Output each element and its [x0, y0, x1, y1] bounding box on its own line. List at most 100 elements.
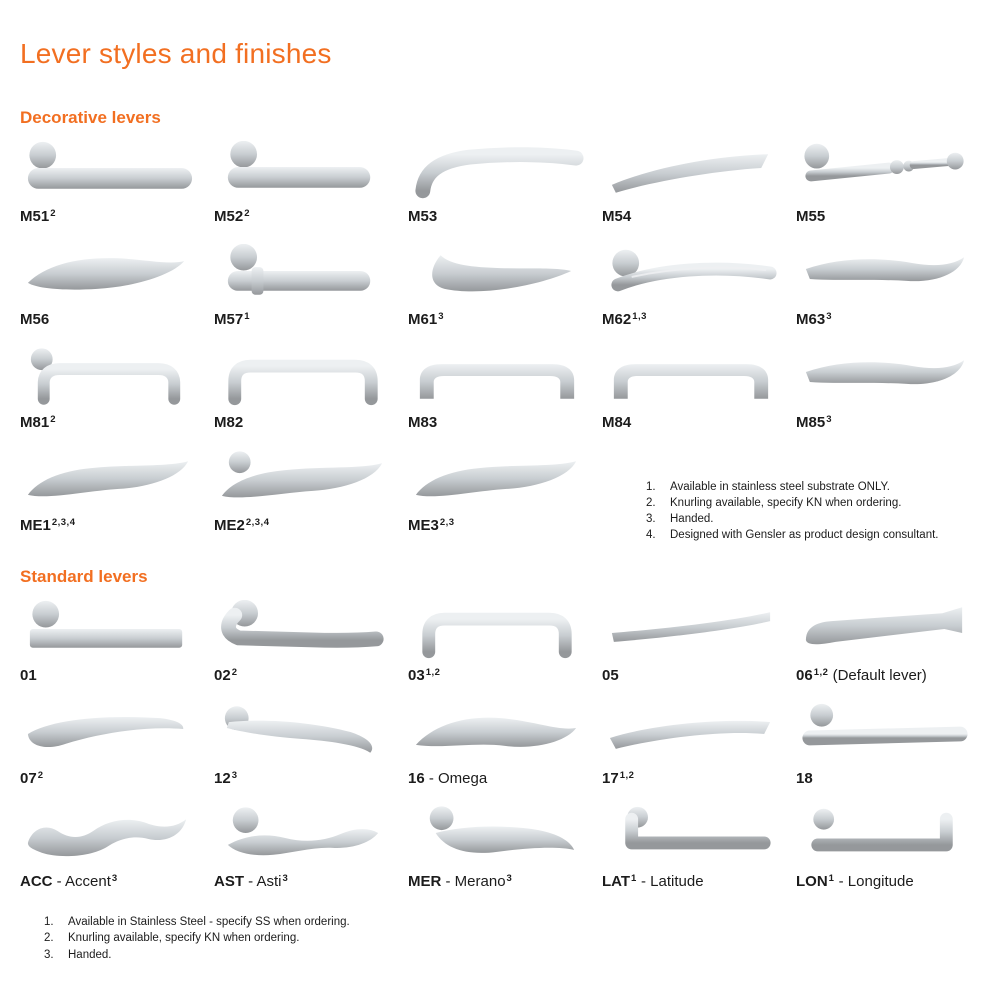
lever-code: M54	[602, 208, 632, 225]
lever-figure	[796, 599, 980, 661]
u-return-flat-icon	[419, 364, 575, 399]
rose-bar-short-icon	[227, 141, 371, 188]
footnote: 3.Handed.	[44, 947, 980, 963]
lever-footnote-ref: 3	[506, 873, 513, 885]
lever-label: 072	[20, 770, 204, 787]
footnote-number: 3.	[44, 948, 54, 961]
curved-tube-icon	[415, 147, 584, 199]
lever-label: ME32,3	[408, 517, 592, 534]
drop-blade-icon	[432, 255, 572, 292]
lever-figure	[214, 243, 398, 305]
footnote-text: Knurling available, specify KN when orde…	[670, 497, 902, 510]
lever-item: M621,3	[602, 243, 786, 328]
lever-figure	[20, 449, 204, 511]
lever-figure	[20, 805, 204, 867]
lever-label: M853	[796, 414, 980, 431]
lever-footnote-ref: 1,3	[632, 311, 647, 322]
lever-item: ME32,3	[408, 449, 592, 543]
lever-footnote-ref: 1,2	[619, 770, 635, 782]
footnote: 2.Knurling available, specify KN when or…	[44, 930, 980, 946]
lever-label: 16 - Omega	[408, 770, 592, 787]
lever-label: 031,2	[408, 667, 592, 684]
curve-taper-icon	[27, 717, 184, 748]
lever-label: M522	[214, 208, 398, 225]
arc-rose-icon	[611, 249, 777, 292]
lever-figure	[20, 346, 204, 408]
lever-code: M82	[214, 414, 244, 431]
lever-code: M62	[602, 311, 632, 328]
decorative-footnotes: 1.Available in stainless steel substrate…	[602, 449, 980, 543]
lever-code: 06	[796, 667, 813, 685]
lever-item: M512	[20, 140, 204, 225]
lever-item: 031,2	[408, 599, 592, 684]
scroll-wave-icon	[27, 819, 187, 857]
lever-item: M56	[20, 243, 204, 328]
lever-code: M52	[214, 208, 244, 225]
lever-footnote-ref: 2	[50, 414, 56, 425]
footnote: 3. Handed.	[646, 511, 980, 527]
footnote: 1.Available in stainless steel substrate…	[646, 479, 980, 495]
u-return-tube-icon	[422, 613, 572, 659]
lever-item: M53	[408, 140, 592, 225]
lever-figure	[796, 702, 980, 764]
lever-item: M633	[796, 243, 980, 328]
lever-code: ME2	[214, 517, 245, 534]
lever-code: M83	[408, 414, 438, 431]
lever-label: M82	[214, 414, 398, 431]
l-tube-left-icon	[625, 807, 771, 850]
lever-item: ME22,3,4	[214, 449, 398, 543]
lever-figure	[20, 599, 204, 661]
sculpted-blade-icon	[27, 461, 189, 497]
lever-label: 05	[602, 667, 786, 684]
lever-figure	[602, 702, 786, 764]
lever-footnote-ref: 3	[826, 414, 832, 425]
lever-figure	[796, 805, 980, 867]
lever-item: ACC - Accent3	[20, 805, 204, 890]
lever-figure	[214, 140, 398, 202]
lever-label: M84	[602, 414, 786, 431]
lever-code: M84	[602, 414, 632, 431]
footnote-number: 3.	[646, 513, 656, 526]
lever-item: M82	[214, 346, 398, 431]
l-tube-right-icon	[811, 809, 953, 852]
lever-footnote-ref: 3	[111, 873, 118, 885]
lever-figure	[408, 599, 592, 661]
footnote: 4.Designed with Gensler as product desig…	[646, 527, 980, 543]
lever-label: M812	[20, 414, 204, 431]
lever-label: 01	[20, 667, 204, 684]
lever-label: M56	[20, 311, 204, 328]
lever-item: 022	[214, 599, 398, 684]
lever-figure	[214, 449, 398, 511]
lever-figure	[796, 140, 980, 202]
lever-label: 123	[214, 770, 398, 787]
lever-label: 022	[214, 667, 398, 684]
lever-code: M63	[796, 311, 826, 328]
lever-code: 02	[214, 667, 231, 685]
lever-figure	[796, 243, 980, 305]
footnote-text: Handed.	[670, 513, 714, 526]
rose-straight-tube-icon	[802, 704, 968, 746]
rose-curve-tube-icon	[221, 600, 384, 649]
lever-item: M613	[408, 243, 592, 328]
lever-figure	[408, 243, 592, 305]
lever-figure	[408, 702, 592, 764]
lever-figure	[602, 346, 786, 408]
s-blade-icon	[805, 257, 965, 282]
lever-code: LON	[796, 873, 828, 891]
lever-code: 16	[408, 770, 425, 788]
lever-item: 18	[796, 702, 980, 787]
lever-item: M84	[602, 346, 786, 431]
lever-item: M853	[796, 346, 980, 431]
lever-name: - Longitude	[834, 873, 914, 891]
lever-name: (Default lever)	[828, 667, 927, 685]
lever-label: 171,2	[602, 770, 786, 787]
lever-footnote-ref: 2,3	[439, 517, 455, 528]
taper-rod-icon	[611, 612, 771, 643]
lever-label: ME12,3,4	[20, 517, 204, 534]
lever-footnote-ref: 1,2	[425, 667, 441, 679]
lever-code: 03	[408, 667, 425, 685]
lever-figure	[214, 346, 398, 408]
lever-code: M57	[214, 311, 244, 328]
